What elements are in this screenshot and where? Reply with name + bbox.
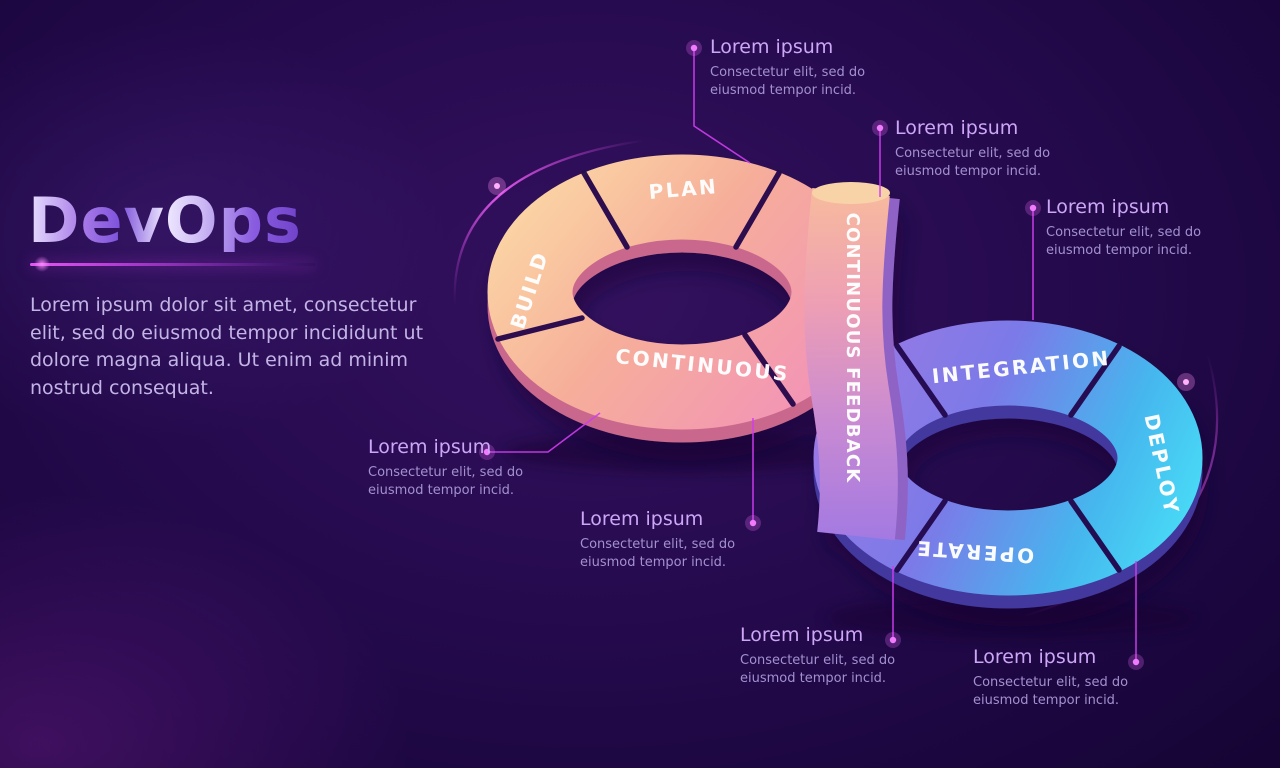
callout-text-line: Consectetur elit, sed do (580, 537, 736, 552)
sparkle-dot-right (1177, 373, 1195, 391)
callout-connectors (489, 50, 1137, 660)
callout-dot-6 (885, 632, 901, 648)
callout-heading: Lorem ipsum (895, 117, 1019, 139)
callout-text-line: eiusmod tempor incid. (1046, 242, 1193, 258)
sparkle-dots (488, 177, 1195, 391)
callout-heading: Lorem ipsum (973, 646, 1097, 668)
left-loop-reflection (503, 432, 873, 472)
callout-heading: Lorem ipsum (580, 508, 704, 530)
callout-dot-7 (1128, 654, 1144, 670)
callout-text-line: eiusmod tempor incid. (973, 692, 1120, 708)
callout-text-line: Consectetur elit, sed do (973, 675, 1129, 690)
callout-dot-4 (479, 444, 495, 460)
left-swoosh-arc (453, 138, 649, 309)
callout-2: Lorem ipsum Consectetur elit, sed do eiu… (895, 117, 1050, 180)
callout-text-line: eiusmod tempor incid. (368, 482, 515, 498)
segment-continuous-feedback-label: CONTINUOUS FEEDBACK (842, 213, 863, 484)
callout-line-1 (693, 50, 751, 164)
callout-7: Lorem ipsum Consectetur elit, sed do eiu… (973, 646, 1128, 709)
page-title: DevOps (28, 184, 302, 257)
callout-text-line: Consectetur elit, sed do (368, 465, 524, 480)
callout-line-4 (489, 412, 601, 453)
callout-text-line: Consectetur elit, sed do (740, 653, 896, 668)
title-underline-glow (34, 256, 50, 272)
callout-dots (479, 40, 1144, 670)
callout-text-line: Consectetur elit, sed do (710, 65, 866, 80)
callout-4: Lorem ipsum Consectetur elit, sed do eiu… (368, 436, 523, 499)
sparkle-dot-left (488, 177, 506, 195)
feedback-band (804, 188, 898, 541)
callout-text-line: Consectetur elit, sed do (1046, 225, 1202, 240)
callout-heading: Lorem ipsum (710, 36, 834, 58)
callout-text-line: eiusmod tempor incid. (740, 670, 887, 686)
callout-6: Lorem ipsum Consectetur elit, sed do eiu… (740, 624, 895, 687)
callout-dot-2 (872, 120, 888, 136)
right-loop-reflection (827, 598, 1197, 638)
title-underline (30, 263, 315, 266)
feedback-band-top-face (812, 182, 890, 204)
callout-text-line: eiusmod tempor incid. (710, 82, 857, 98)
callout-dot-5 (745, 515, 761, 531)
loop-body (487, 154, 1203, 609)
segment-gap-lines (495, 170, 1122, 573)
callout-heading: Lorem ipsum (1046, 196, 1170, 218)
callout-3: Lorem ipsum Consectetur elit, sed do eiu… (1046, 196, 1201, 259)
callout-1: Lorem ipsum Consectetur elit, sed do eiu… (710, 36, 865, 99)
callout-dot-1 (686, 40, 702, 56)
callout-dot-3 (1025, 200, 1041, 216)
callout-text-line: eiusmod tempor incid. (895, 163, 1042, 179)
callout-heading: Lorem ipsum (368, 436, 492, 458)
callout-heading: Lorem ipsum (740, 624, 864, 646)
callout-text-line: Consectetur elit, sed do (895, 146, 1051, 161)
intro-description: Lorem ipsum dolor sit amet, consectetur … (30, 294, 424, 399)
callout-text-line: eiusmod tempor incid. (580, 554, 727, 570)
callout-5: Lorem ipsum Consectetur elit, sed do eiu… (580, 508, 735, 571)
